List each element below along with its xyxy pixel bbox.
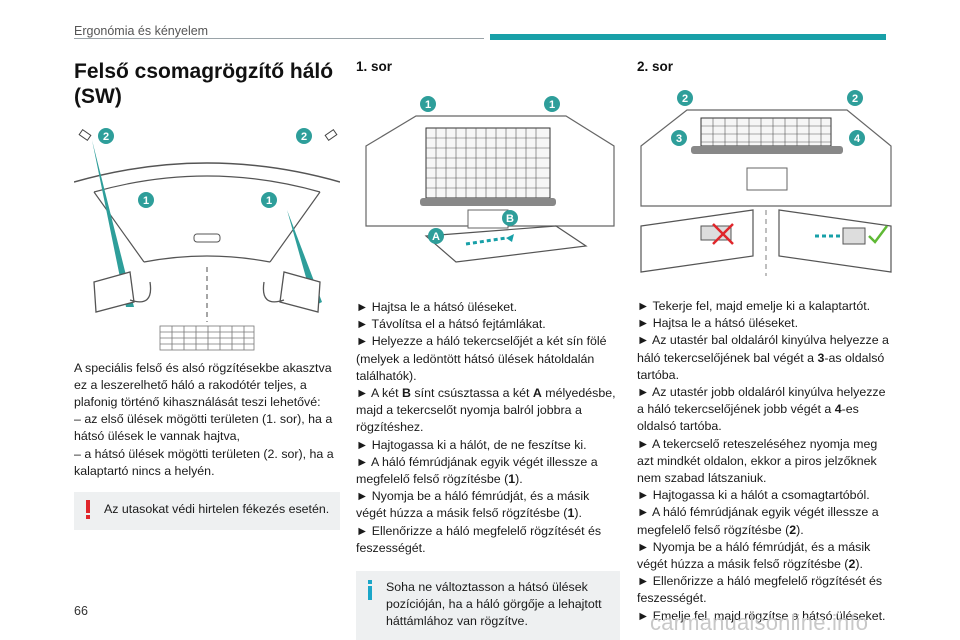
label-circle-2-right [296,127,312,144]
row2-step-8: ► Nyomja be a háló fémrúdját, és a másik… [637,539,871,572]
label-1-left: 1 [143,195,149,207]
section-header: Ergonómia és kényelem [74,24,209,38]
warning-icon [86,499,90,519]
intro-text: A speciális felső és alsó rögzítésekbe a… [74,360,340,480]
label-b: B [506,213,514,225]
row2-step-3: ► Az utastér bal oldaláról kinyúlva hely… [637,333,889,382]
label-2-left: 2 [682,93,688,105]
page-title: Felső csomagrögzítő háló (SW) [74,60,334,108]
row2-steps: ► Tekerje fel, majd emelje ki a kalaptar… [637,298,895,625]
row2-step-5: ► A tekercselő reteszeléséhez nyomja meg… [637,436,878,486]
page-number: 66 [74,604,88,618]
row1-step-1: ► Hajtsa le a hátsó üléseket. [356,300,518,314]
watermark-text: carmanualsonline.info [650,610,869,635]
row1-step-5: ► Hajtogassa ki a hálót, de ne feszítse … [356,437,587,452]
row1-step-8: ► Ellenőrizze a háló megfelelő rögzítésé… [356,523,602,555]
illustration-row2-install: 2 2 3 4 [640,90,892,276]
label-circle-1-right [261,191,277,208]
column-row1: 1. sor 1 1 A B [356,56,620,640]
header-divider [74,38,484,39]
figure-row2: 2 2 3 4 [637,86,895,282]
label-2-right: 2 [301,131,307,143]
label-circle-2-left [98,127,114,144]
label-circle-1-right [544,96,560,112]
warning-box: Az utasokat védi hirtelen fékezés esetén… [74,491,340,530]
row1-step-4: ► A két B sínt csúsztassa a két A mélyed… [356,386,616,435]
label-circle-4 [849,130,865,146]
label-circle-b [502,210,518,226]
label-circle-a [428,228,444,244]
info-text: Soha ne változtasson a hátsó ülések pozí… [386,580,602,629]
label-1-right: 1 [266,195,272,207]
figure-row1: 1 1 A B [356,86,620,266]
figure-front-view: 2 2 1 1 [74,121,340,352]
label-circle-1-left [138,191,154,208]
row1-step-6: ► A háló fémrúdjának egyik végét illessz… [356,454,598,487]
illustration-cabin-rear: 2 2 1 1 [74,127,340,350]
row2-step-9: ► Ellenőrizze a háló megfelelő rögzítésé… [637,574,883,606]
row2-step-4: ► Az utastér jobb oldaláról kinyúlva hel… [637,385,886,434]
warning-text: Az utasokat védi hirtelen fékezés esetén… [104,501,330,516]
row1-heading: 1. sor [356,59,393,74]
label-2-right: 2 [852,93,858,105]
row2-heading: 2. sor [637,59,674,74]
label-2-left: 2 [103,131,109,143]
label-circle-3 [671,130,687,146]
intro-row2: – a hátsó ülések mögötti területen (2. s… [74,446,334,478]
info-box: Soha ne változtasson a hátsó ülések pozí… [356,571,620,640]
row2-step-6: ► Hajtogassa ki a hálót a csomagtartóból… [637,488,870,503]
row1-steps: ► Hajtsa le a hátsó üléseket. ► Távolíts… [356,299,620,557]
label-circle-2-left [677,90,693,106]
column-row2: 2. sor 2 2 [637,56,895,625]
label-circle-1-left [420,96,436,112]
row2-step-7: ► A háló fémrúdjának egyik végét illessz… [637,505,879,537]
intro-row1: – az első ülések mögötti területen (1. s… [74,412,333,444]
column-intro: Felső csomagrögzítő háló (SW) [74,56,340,530]
row1-step-3: ► Helyezze a háló tekercselőjét a két sí… [356,334,607,383]
row1-step-7: ► Nyomja be a háló fémrúdját, és a másik… [356,489,590,521]
row2-step-10: ► Emelje fel, majd rögzítse a hátsó ülés… [637,608,886,623]
row1-step-2: ► Távolítsa el a hátsó fejtámlákat. [356,317,546,332]
label-3: 3 [676,133,682,145]
row2-step-2: ► Hajtsa le a hátsó üléseket. [637,316,799,331]
illustration-row1-install: 1 1 A B [365,96,615,263]
label-a: A [432,231,440,243]
label-1-right: 1 [549,99,555,111]
row2-step-1: ► Tekerje fel, majd emelje ki a kalaptar… [637,299,871,313]
info-icon [368,580,372,601]
label-circle-2-right [847,90,863,106]
header-accent-bar [490,34,886,40]
label-4: 4 [854,133,861,145]
intro-paragraph: A speciális felső és alsó rögzítésekbe a… [74,360,332,409]
label-1-left: 1 [425,99,431,111]
